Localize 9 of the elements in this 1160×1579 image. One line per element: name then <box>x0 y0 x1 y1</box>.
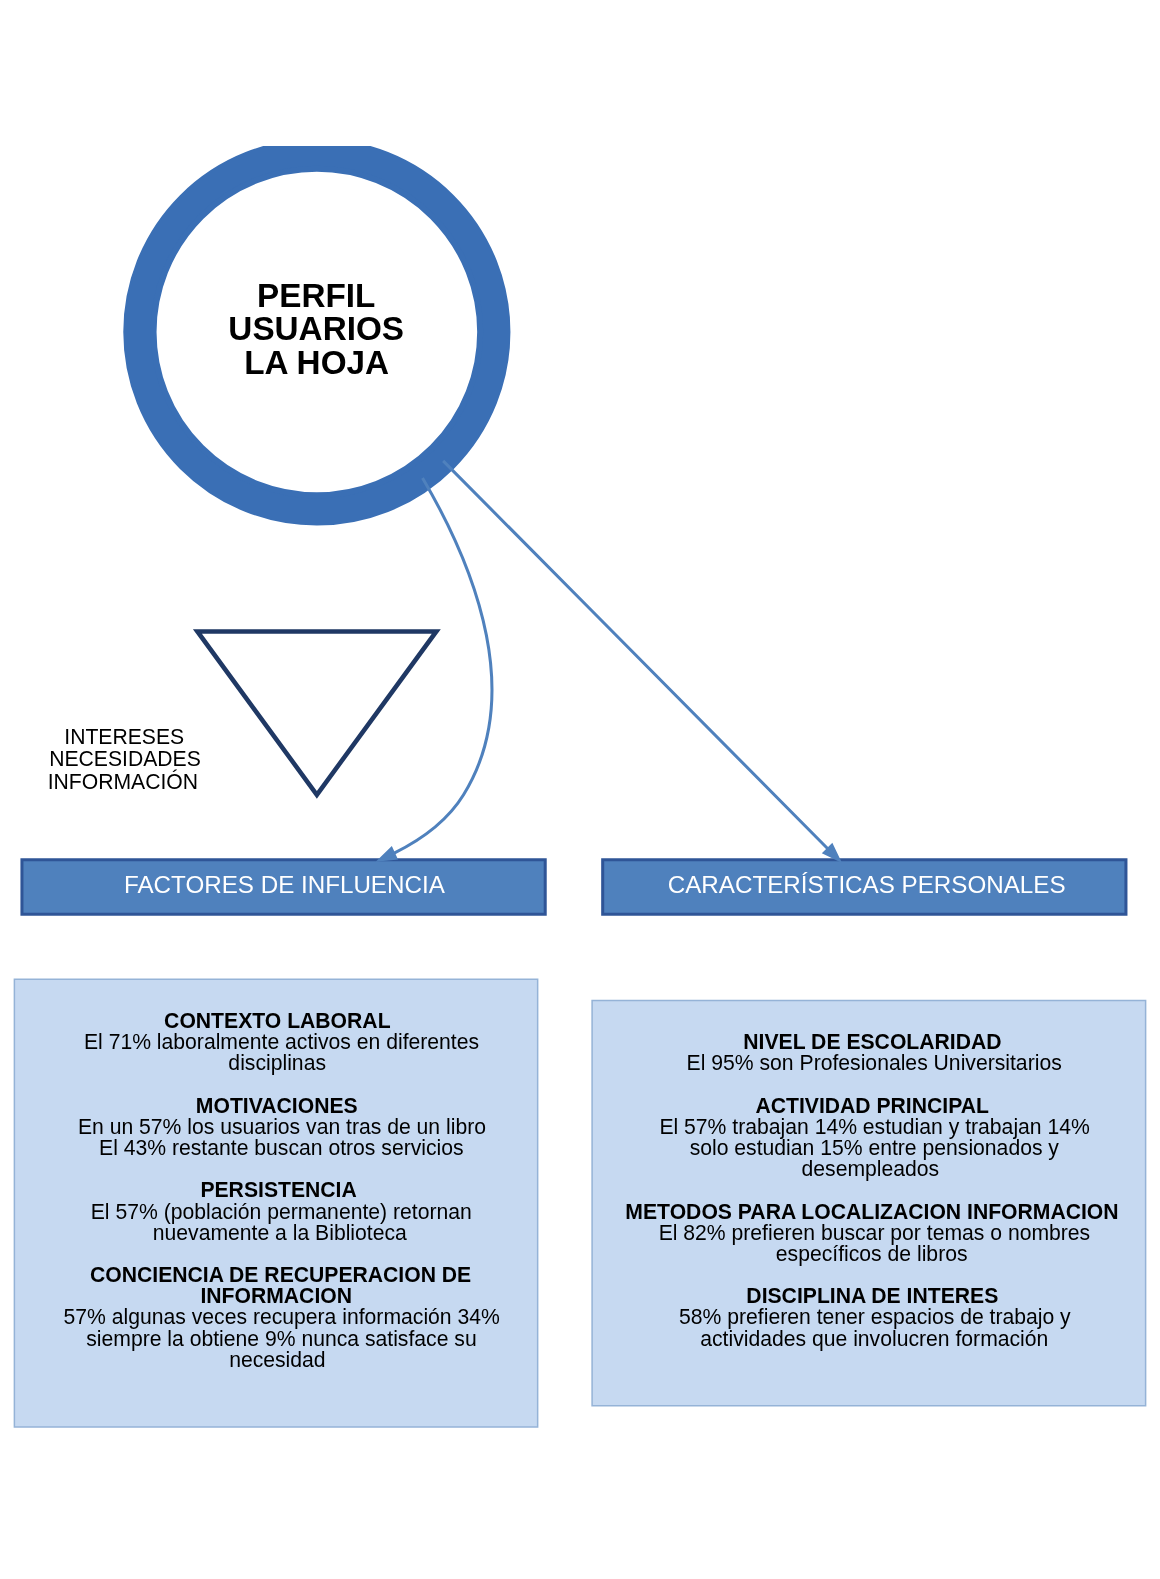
node-box: FACTORES DE INFLUENCIA <box>20 858 547 916</box>
arrow <box>375 477 494 862</box>
node-box: CARACTERÍSTICAS PERSONALES <box>601 858 1128 916</box>
node-label: INFORMACIÓN <box>47 770 199 794</box>
node-box: CONTEXTO LABORAL El 71% laboralmente activos en diferentes disciplinas MOTIVACIONES En un 57% los usuarios van tras de un libro El 43% restante buscan otros servicios PERSISTENCIA El 57% (población permanente) retornan nuevamente a la Biblioteca CONCIENCIA DE RECUPERACION DE INFORMACION 57% algunas veces recupera información 34% siempre la obtiene 9% nunca satisface su necesidad <box>13 978 539 1428</box>
node-label: INTERESES <box>64 724 185 748</box>
arrow <box>442 459 843 864</box>
node-box: NIVEL DE ESCOLARIDAD El 95% son Profesionales Universitarios ACTIVIDAD PRINCIPAL El 57% trabajan 14% estudian y trabajan 14% solo estudian 15% entre pensionados y desempleados METODOS PARA LOCALIZACION INFORMACION El 82% prefieren buscar por temas o nombres específicos de libros DISCIPLINA DE INTERES 58% prefieren tener espacios de trabajo y actividades que involucren formación <box>591 999 1147 1407</box>
node-label: NECESIDADES <box>49 747 201 771</box>
